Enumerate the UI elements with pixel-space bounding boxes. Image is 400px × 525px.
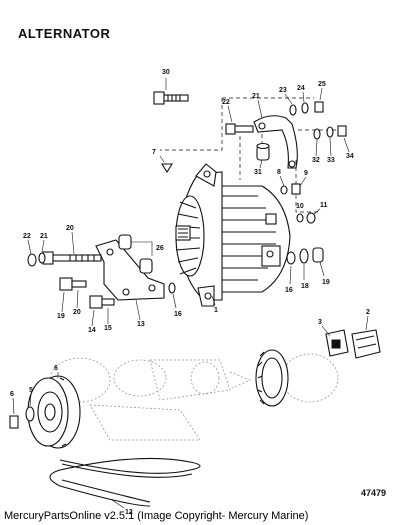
washers-16-18-right bbox=[286, 247, 324, 265]
brush-holder-3 bbox=[325, 329, 349, 357]
washer-16-middle bbox=[168, 282, 176, 294]
diagram-title: ALTERNATOR bbox=[18, 26, 111, 41]
callouts: 30 22 21 23 24 25 7 31 32 33 34 8 9 10 bbox=[10, 69, 370, 516]
internal-parts-ghost bbox=[49, 353, 339, 441]
bolt-21 bbox=[42, 251, 102, 265]
washers-22-23 bbox=[27, 252, 46, 267]
callout-26: 22 bbox=[222, 99, 230, 106]
callout-32: 32 bbox=[312, 157, 320, 164]
copyright-notice: MercuryPartsOnline v2.5.1 (Image Copyrig… bbox=[4, 510, 309, 522]
callout-20: 20 bbox=[73, 309, 81, 316]
callout-10: 9 bbox=[304, 170, 308, 177]
callout-2: 2 bbox=[366, 309, 370, 316]
washers-27-29 bbox=[289, 101, 324, 116]
callout-6: 6 bbox=[10, 391, 14, 398]
clip-8 bbox=[161, 163, 173, 174]
callout-14: 13 bbox=[137, 321, 145, 328]
bolts-19-20 bbox=[59, 277, 87, 291]
callout-22: 21 bbox=[40, 233, 48, 240]
figure-number: 47479 bbox=[360, 488, 386, 498]
callout-23: 22 bbox=[23, 233, 31, 240]
callout-24: 26 bbox=[156, 245, 164, 252]
nut-washer-9-10 bbox=[280, 183, 301, 195]
callout-16-left: 15 bbox=[104, 325, 112, 332]
bracket-14 bbox=[95, 239, 165, 301]
callout-7: 6 bbox=[54, 365, 58, 372]
callout-16-right: 16 bbox=[285, 287, 293, 294]
callout-16-middle: 16 bbox=[174, 311, 182, 318]
bolts-15-16 bbox=[89, 295, 115, 309]
nut-6 bbox=[9, 415, 19, 429]
callout-5: 5 bbox=[29, 387, 33, 394]
stator bbox=[255, 349, 289, 407]
drive-belt-13 bbox=[49, 457, 201, 507]
callout-1: 1 bbox=[214, 307, 218, 314]
callout-34: 34 bbox=[346, 153, 354, 160]
bolt-26 bbox=[225, 123, 254, 135]
callout-3: 3 bbox=[318, 319, 322, 326]
spacer-31 bbox=[256, 142, 270, 161]
callout-11: 10 bbox=[296, 203, 304, 210]
callout-8: 7 bbox=[152, 149, 156, 156]
callout-25: 21 bbox=[252, 93, 260, 100]
bolt-30 bbox=[153, 91, 189, 105]
callout-12: 11 bbox=[320, 202, 328, 209]
callout-13: 12 bbox=[125, 509, 133, 516]
callout-19: 19 bbox=[57, 313, 65, 320]
callout-29: 25 bbox=[318, 81, 326, 88]
callout-30: 30 bbox=[162, 69, 170, 76]
washers-32-34 bbox=[313, 125, 347, 140]
callout-9: 8 bbox=[277, 169, 281, 176]
bracket-25 bbox=[253, 115, 298, 169]
alternator-body bbox=[175, 163, 291, 307]
callout-27: 23 bbox=[279, 87, 287, 94]
callout-31: 31 bbox=[254, 169, 262, 176]
callout-21: 20 bbox=[66, 225, 74, 232]
nut-washer-11-12 bbox=[296, 212, 316, 224]
callout-17: 18 bbox=[301, 283, 309, 290]
washer-5 bbox=[25, 406, 35, 422]
callout-15: 14 bbox=[88, 327, 96, 334]
callout-28: 24 bbox=[297, 85, 305, 92]
callout-33: 33 bbox=[327, 157, 335, 164]
pulley-7 bbox=[27, 375, 81, 449]
regulator-2 bbox=[351, 329, 381, 359]
callout-18: 19 bbox=[322, 279, 330, 286]
